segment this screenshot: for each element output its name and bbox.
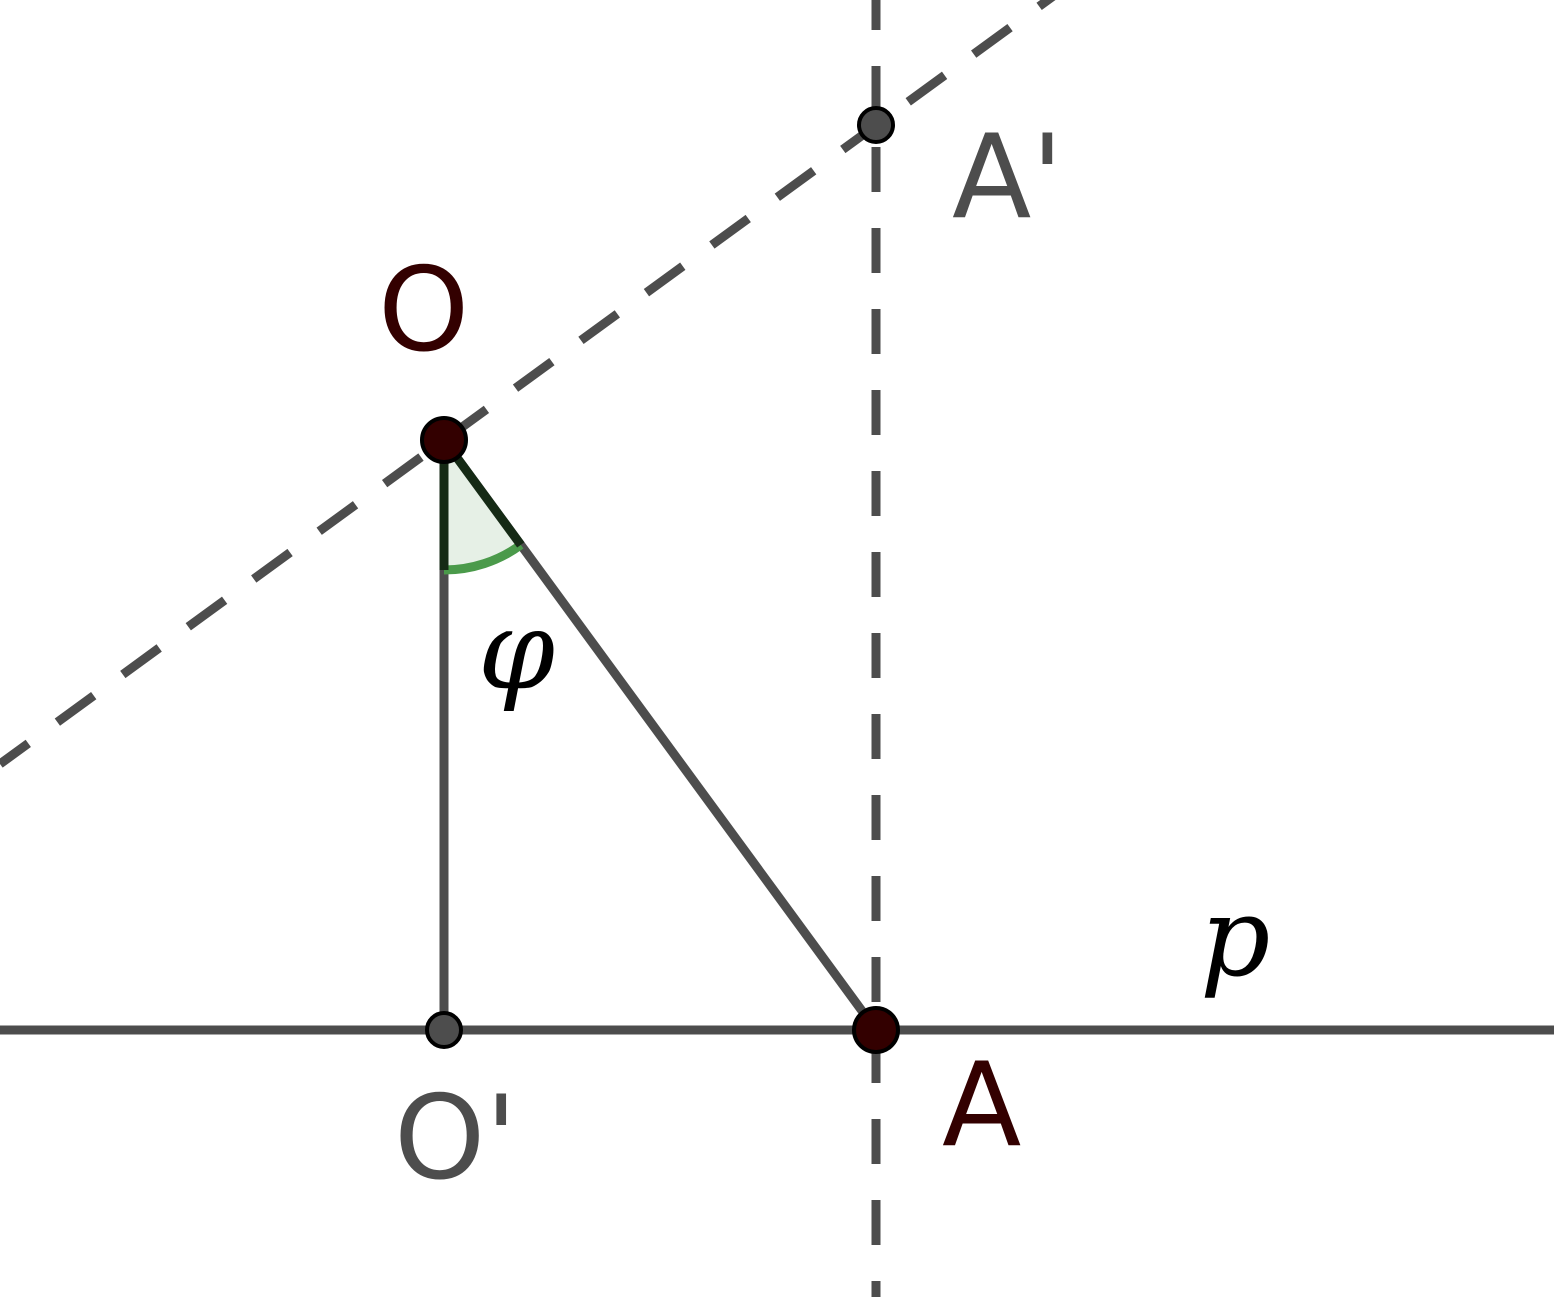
point-A[interactable] <box>852 1006 900 1054</box>
label-A-prime: A' <box>952 110 1063 245</box>
dashed-line-OA-prime <box>0 0 1056 768</box>
label-O: O <box>378 243 469 378</box>
point-O-prime[interactable] <box>425 1011 463 1049</box>
point-O[interactable] <box>420 416 468 464</box>
label-line-p: p <box>1200 873 1270 1001</box>
label-phi: φ <box>478 586 555 714</box>
angle-phi-arc <box>443 541 524 575</box>
label-A: A <box>942 1038 1021 1173</box>
point-A-prime[interactable] <box>857 106 895 144</box>
label-O-prime: O' <box>394 1071 517 1206</box>
